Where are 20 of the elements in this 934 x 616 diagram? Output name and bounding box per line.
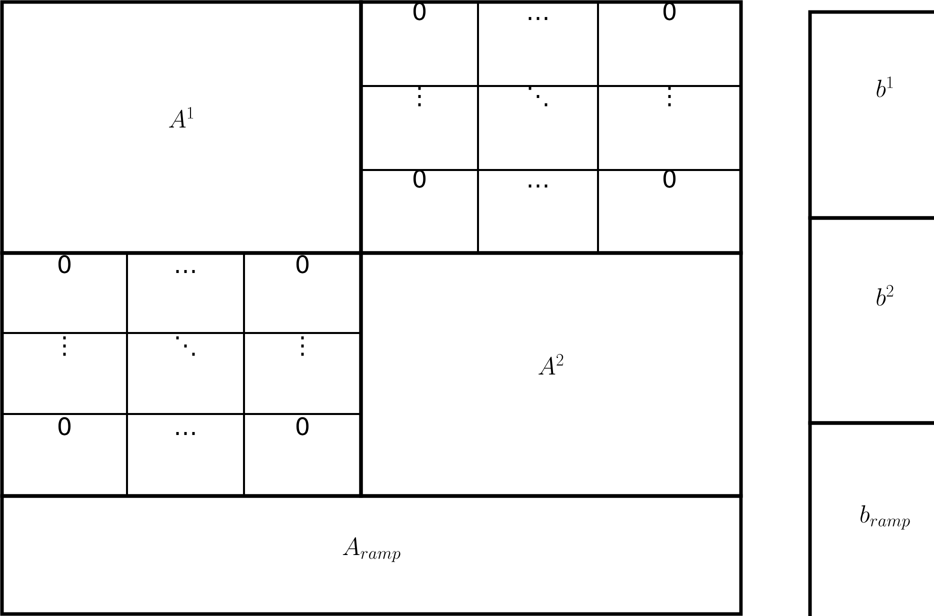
matrix-cell: … [126,413,245,497]
matrix-cell: 0 [243,413,362,497]
matrix-cell: … [477,1,599,87]
matrix-cell: ⋱ [477,85,599,171]
matrix-cell: 0 [1,252,128,334]
matrix-cell: 0 [243,252,362,334]
matrix-block: $A^{2}$ [359,251,743,498]
matrix-cell: … [126,252,245,334]
matrix-cell: … [477,169,599,254]
vector-block: $b_{ramp}$ [808,421,934,616]
vector-block: $b^{2}$ [808,216,934,425]
matrix-block: $A^{1}$ [0,0,363,255]
matrix-cell: ⋱ [126,332,245,415]
matrix-block: $A_{ramp}$ [0,494,743,616]
matrix-cell: ⋮ [1,332,128,415]
matrix-cell: ⋮ [360,85,479,171]
vector-block: $b^{1}$ [808,10,934,220]
matrix-cell: ⋮ [243,332,362,415]
matrix-cell: 0 [1,413,128,497]
matrix-cell: ⋮ [597,85,742,171]
